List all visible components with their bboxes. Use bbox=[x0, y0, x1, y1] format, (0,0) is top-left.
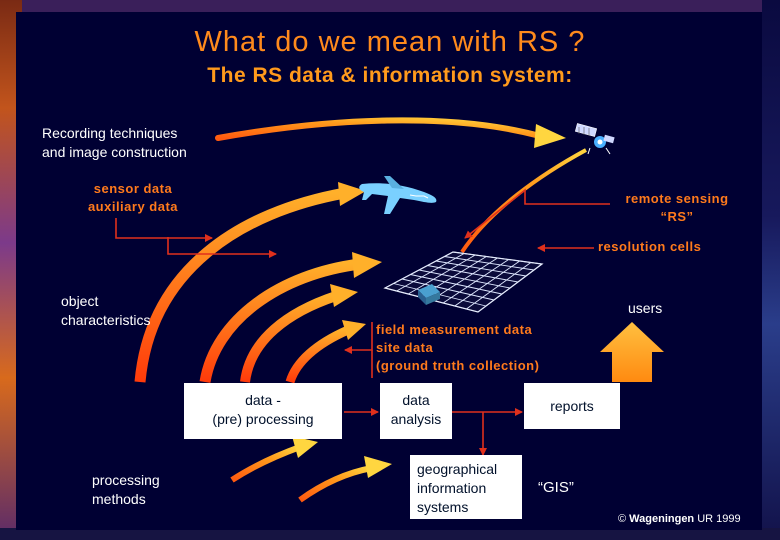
gis-label: “GIS” bbox=[538, 479, 574, 496]
satellite-to-grid-arrow bbox=[460, 148, 587, 254]
grid-line bbox=[431, 257, 498, 301]
processing-methods-label: processing methods bbox=[92, 471, 160, 509]
object-label-line-2: characteristics bbox=[61, 312, 151, 328]
background-bottom-strip bbox=[0, 528, 780, 540]
analysis-line-1: data bbox=[402, 392, 430, 408]
satellite-icon bbox=[574, 123, 615, 155]
gis-line-1: geographical bbox=[417, 461, 498, 477]
field-label-line-1: field measurement data bbox=[376, 322, 533, 337]
slide-panel bbox=[16, 12, 762, 530]
preprocessing-line-2: (pre) processing bbox=[212, 411, 314, 427]
red-connector-lines bbox=[115, 188, 610, 456]
curved-arrows bbox=[134, 182, 382, 384]
users-label: users bbox=[628, 300, 663, 316]
airplane-icon bbox=[359, 176, 437, 214]
copyright-org: Wageningen bbox=[629, 513, 695, 525]
grid-line bbox=[442, 259, 509, 304]
grid-line bbox=[427, 265, 519, 283]
reports-box: reports bbox=[524, 383, 620, 429]
recording-label-line-2: and image construction bbox=[42, 144, 187, 160]
processing-methods-line-1: processing bbox=[92, 472, 160, 488]
methods-arrows bbox=[230, 436, 392, 503]
remote-sensing-label: remote sensing “RS” bbox=[614, 190, 740, 226]
sensor-label-line-2: auxiliary data bbox=[87, 199, 179, 214]
recording-arrow bbox=[215, 117, 566, 148]
grid-line bbox=[452, 251, 543, 265]
preprocessing-box: data - (pre) processing bbox=[184, 383, 342, 439]
recording-label: Recording techniques and image construct… bbox=[42, 124, 187, 162]
resolution-label: resolution cells bbox=[598, 239, 702, 254]
sensor-label-line-1: sensor data bbox=[93, 181, 173, 196]
remote-sensing-line-1: remote sensing bbox=[625, 191, 729, 206]
field-label-line-2: site data bbox=[376, 340, 434, 355]
gis-line-2: information bbox=[417, 480, 487, 496]
copyright-footer: © Wageningen UR 1999 bbox=[618, 513, 741, 525]
field-label-line-3: (ground truth collection) bbox=[376, 358, 540, 373]
analysis-box: data analysis bbox=[380, 383, 452, 439]
object-label-line-1: object bbox=[61, 293, 99, 309]
gis-box: geographical information systems bbox=[410, 455, 522, 519]
sensor-label: sensor data auxiliary data bbox=[80, 180, 186, 216]
preprocessing-line-1: data - bbox=[245, 392, 281, 408]
object-label: object characteristics bbox=[61, 292, 150, 330]
gis-line-3: systems bbox=[417, 499, 469, 515]
grid-line bbox=[477, 263, 543, 313]
slide-subtitle: The RS data & information system: bbox=[207, 64, 573, 87]
copyright-year: UR 1999 bbox=[697, 513, 741, 525]
sensor-box-icon bbox=[418, 284, 440, 305]
analysis-line-2: analysis bbox=[390, 411, 442, 427]
field-label: field measurement data site data (ground… bbox=[376, 321, 539, 375]
grid-line bbox=[466, 262, 532, 310]
grid-line bbox=[454, 260, 521, 307]
recording-label-line-1: Recording techniques bbox=[42, 125, 178, 141]
grid-line bbox=[435, 260, 527, 277]
background-right-strip bbox=[762, 0, 780, 540]
users-arrow bbox=[600, 322, 664, 382]
grid-line bbox=[444, 256, 535, 271]
processing-methods-line-2: methods bbox=[92, 491, 146, 507]
copyright-symbol: © bbox=[618, 513, 627, 525]
remote-sensing-line-2: “RS” bbox=[660, 209, 694, 224]
slide-title: What do we mean with RS ? bbox=[194, 26, 586, 58]
